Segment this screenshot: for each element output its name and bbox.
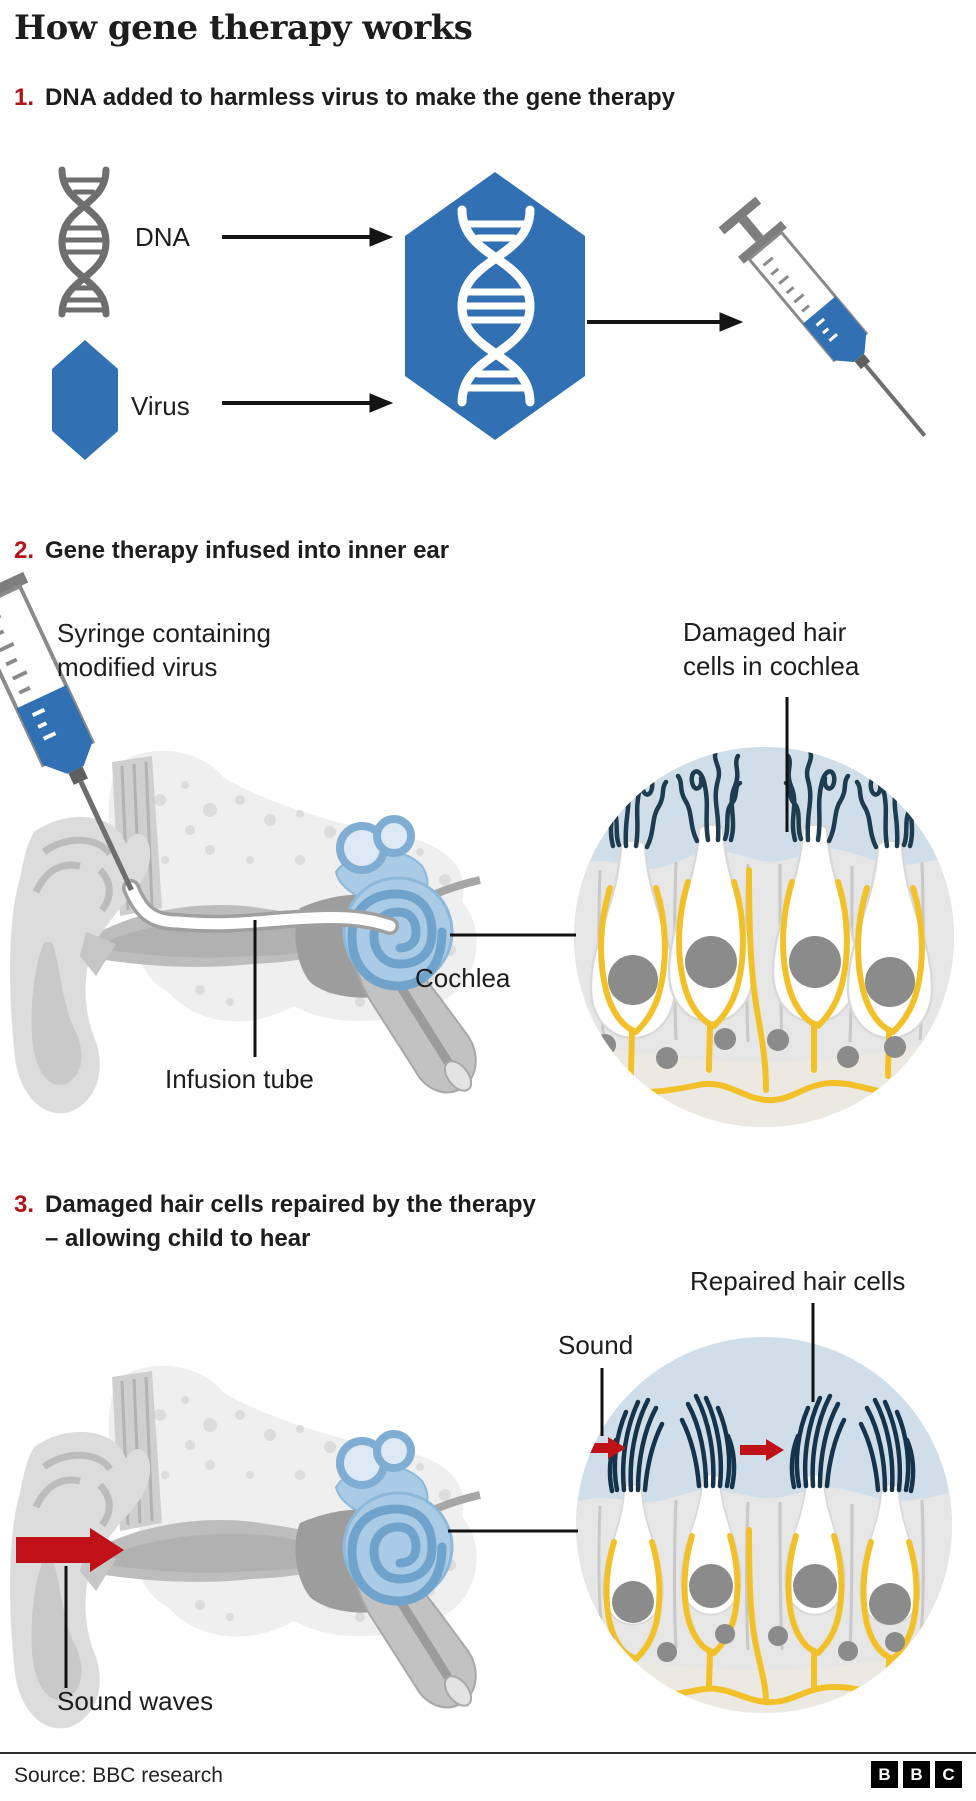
damaged-cells-label: Damaged hair cells in cochlea <box>683 617 860 681</box>
step3-heading-line1: Damaged hair cells repaired by the thera… <box>45 1191 536 1218</box>
syringe-icon <box>713 192 949 456</box>
sound-arrow-icon <box>16 1528 124 1572</box>
step1-number: 1. <box>14 84 35 111</box>
repaired-hair-cells-inset <box>576 1337 952 1713</box>
virus-icon <box>52 340 118 460</box>
source-text: Source: BBC research <box>14 1764 223 1787</box>
step1-heading: 1. DNA added to harmless virus to make t… <box>14 83 675 113</box>
repaired-cells-label: Repaired hair cells <box>690 1266 906 1296</box>
dna-label: DNA <box>135 222 190 252</box>
combined-virus-dna-icon <box>405 172 585 440</box>
arrow-right-icon <box>222 227 744 413</box>
step3-heading-text: Damaged hair cells repaired by the thera… <box>45 1190 536 1254</box>
cochlea-label: Cochlea <box>415 963 511 993</box>
bbc-logo-block-1: B <box>871 1761 898 1788</box>
pointer-lines <box>64 1303 815 1688</box>
step1-heading-text: DNA added to harmless virus to make the … <box>45 84 675 111</box>
bbc-logo: B B C <box>871 1761 962 1788</box>
step2-heading-text: Gene therapy infused into inner ear <box>45 537 450 564</box>
step2-diagram <box>0 570 954 1127</box>
infusion-tube-label: Infusion tube <box>165 1064 314 1094</box>
step2-heading: 2. Gene therapy infused into inner ear <box>14 536 449 566</box>
infusion-tube-icon <box>122 879 399 935</box>
sound-waves-label: Sound waves <box>57 1686 214 1716</box>
step3-number: 3. <box>14 1191 35 1218</box>
ear-anatomy-icon <box>10 751 480 1114</box>
pointer-lines <box>253 697 789 1057</box>
step1-diagram <box>52 166 949 460</box>
footer-divider <box>0 1752 976 1754</box>
damaged-hair-cells-inset <box>574 747 954 1127</box>
page-title: How gene therapy works <box>14 8 473 48</box>
dna-icon <box>58 166 110 318</box>
sound-label: Sound <box>558 1330 634 1360</box>
step3-diagram <box>0 1303 952 1750</box>
step3-heading-line2: – allowing child to hear <box>45 1225 311 1252</box>
syringe-label: Syringe containing modified virus <box>57 618 271 682</box>
step3-heading: 3. Damaged hair cells repaired by the th… <box>14 1190 536 1254</box>
bbc-logo-block-2: B <box>903 1761 930 1788</box>
virus-label: Virus <box>131 391 190 421</box>
bbc-logo-block-3: C <box>935 1761 962 1788</box>
step2-number: 2. <box>14 537 35 564</box>
